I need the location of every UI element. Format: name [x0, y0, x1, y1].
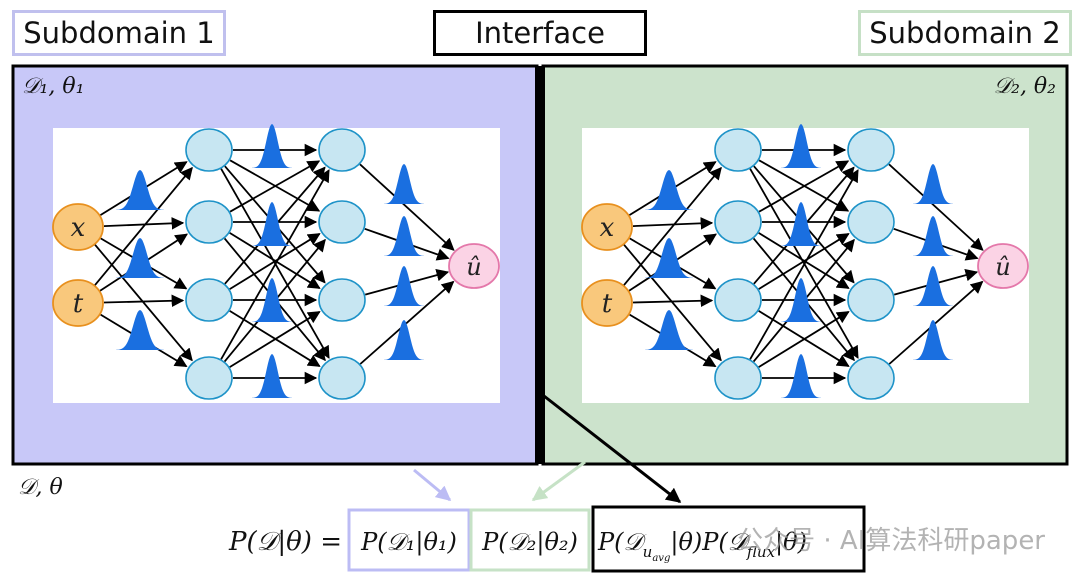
interface-label: Interface	[433, 10, 647, 56]
hidden-neuron	[185, 356, 233, 400]
arrow-to-term3	[543, 394, 682, 504]
weight-distribution-gaussian	[116, 170, 164, 210]
equation-term2: P(𝒟₂|θ₂)	[481, 528, 578, 557]
network-edge	[623, 166, 722, 286]
term3-mid: |θ)P(𝒟	[670, 528, 751, 557]
equation-lhs: P(𝒟|θ) =	[228, 527, 342, 557]
term1-box	[347, 508, 471, 572]
hidden-neuron	[185, 128, 233, 172]
network-edge	[94, 166, 193, 286]
weight-distribution-gaussian	[645, 310, 693, 350]
weight-distributions	[116, 124, 424, 398]
weight-distribution-gaussian	[116, 238, 164, 278]
network-edge	[103, 294, 185, 308]
network-edge	[758, 233, 850, 290]
input-node	[52, 279, 104, 327]
hidden-neuron	[714, 356, 762, 400]
network-edge	[229, 311, 321, 368]
hidden-neuron	[847, 200, 895, 244]
equation-term3: P(𝒟uavg|θ)P(𝒟flux|θ)	[597, 528, 807, 564]
weight-distribution-gaussian	[913, 320, 953, 360]
hidden-neuron	[714, 128, 762, 172]
weight-distribution-gaussian	[913, 266, 953, 306]
hidden-neuron	[318, 278, 366, 322]
input-label-x: x	[71, 213, 86, 243]
output-label: û	[466, 253, 481, 281]
global-params: 𝒟, θ	[18, 475, 63, 500]
weight-distribution-gaussian	[252, 278, 292, 322]
input-label-t: t	[602, 289, 613, 319]
term2-box	[469, 508, 591, 572]
network-edge	[103, 217, 185, 230]
output-node	[977, 243, 1029, 289]
weight-distribution-gaussian	[913, 164, 953, 204]
term3-box	[591, 505, 866, 573]
hidden-neuron	[318, 200, 366, 244]
network-edge	[888, 280, 984, 365]
term3-sub2: flux	[746, 543, 776, 561]
weight-distribution-gaussian	[645, 238, 693, 278]
input-label-t: t	[73, 289, 84, 319]
network-edge	[758, 160, 850, 213]
hidden-neuron	[318, 356, 366, 400]
term3-sub: u	[643, 543, 653, 561]
weight-distribution-gaussian	[781, 202, 821, 246]
weight-distribution-gaussian	[252, 124, 292, 168]
network-edge	[229, 233, 321, 290]
weight-distribution-gaussian	[645, 170, 693, 210]
hidden-neuron	[714, 200, 762, 244]
network-edge	[632, 217, 714, 230]
subdomain2-label: Subdomain 2	[858, 10, 1072, 56]
input-label-x: x	[600, 213, 615, 243]
interface-bar	[535, 66, 545, 464]
output-label: û	[995, 253, 1010, 281]
weight-distribution-gaussian	[781, 124, 821, 168]
input-node	[581, 279, 633, 327]
hidden-neuron	[185, 278, 233, 322]
weight-distribution-gaussian	[384, 216, 424, 256]
weight-distribution-gaussian	[781, 278, 821, 322]
watermark: 公众号 · AI算法科研paper	[737, 526, 1045, 556]
neural-network-left: x t û	[52, 124, 500, 400]
subdomain1-params: 𝒟₁, θ₁	[22, 74, 84, 99]
weight-distribution-gaussian	[252, 354, 292, 398]
arrow-to-term1	[413, 468, 452, 502]
hidden-neuron	[847, 278, 895, 322]
term3-start: P(𝒟	[597, 528, 648, 556]
network-edge	[632, 294, 714, 308]
hidden-neuron	[714, 278, 762, 322]
weight-distribution-gaussian	[781, 354, 821, 398]
network-edge	[359, 280, 455, 365]
weight-distribution-gaussian	[252, 202, 292, 246]
network-edge	[229, 160, 321, 213]
hidden-neuron	[318, 128, 366, 172]
output-node	[448, 243, 500, 289]
weight-distribution-gaussian	[913, 216, 953, 256]
weight-distributions	[645, 124, 953, 398]
network-edge	[888, 163, 984, 251]
subdomain1-label: Subdomain 1	[12, 10, 226, 56]
equation-term1: P(𝒟₁|θ₁)	[360, 528, 457, 557]
input-node	[52, 203, 104, 251]
network-edge	[758, 311, 850, 368]
hidden-neuron	[847, 356, 895, 400]
term3-end: |θ)	[775, 528, 807, 557]
network-edge	[220, 169, 330, 360]
weight-distribution-gaussian	[384, 320, 424, 360]
network-edge	[359, 163, 455, 251]
network-edge	[94, 244, 193, 362]
network-edge	[749, 169, 859, 360]
input-node	[581, 203, 633, 251]
hidden-neuron	[185, 200, 233, 244]
weight-distribution-gaussian	[384, 164, 424, 204]
weight-distribution-gaussian	[116, 310, 164, 350]
weight-distribution-gaussian	[384, 266, 424, 306]
hidden-neuron	[847, 128, 895, 172]
subdomain2-params: 𝒟₂, θ₂	[994, 74, 1056, 99]
neural-network-right: x t û	[581, 124, 1029, 400]
network-edge	[623, 244, 722, 362]
arrow-to-term2	[531, 460, 586, 502]
term3-subsub: avg	[652, 553, 670, 564]
